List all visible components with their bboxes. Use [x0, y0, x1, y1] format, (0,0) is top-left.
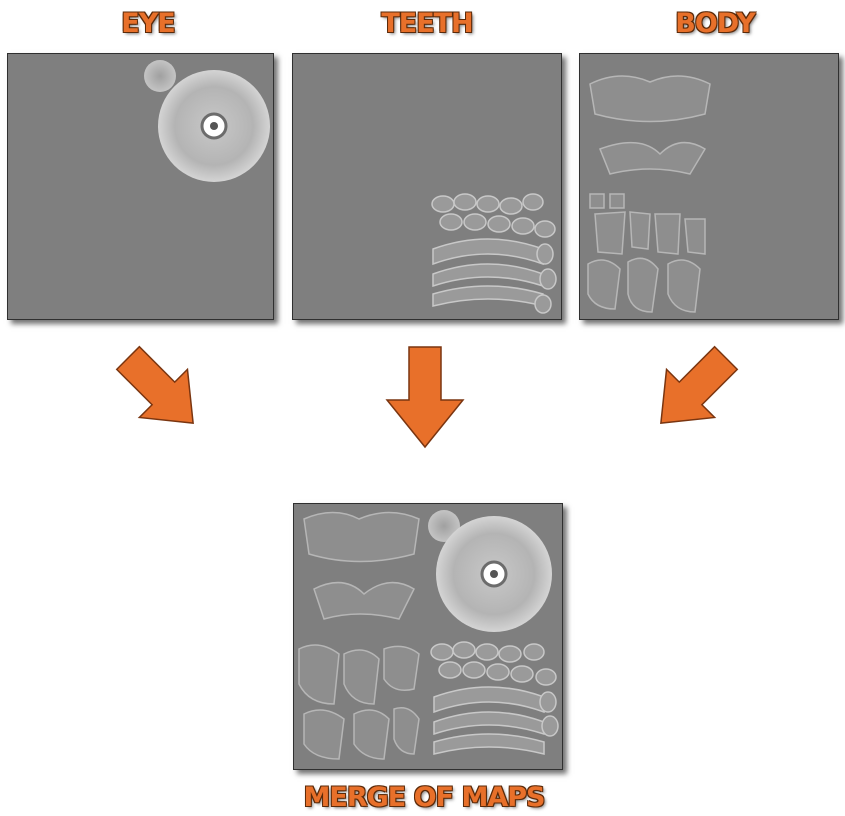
merged-map [293, 503, 563, 770]
eye-map [7, 53, 274, 320]
body-title: BODY [665, 8, 765, 39]
teeth-map [292, 53, 562, 320]
arrow-down-left-icon [645, 340, 740, 445]
eye-small-disc [144, 60, 176, 92]
merged-body-uv [299, 513, 419, 760]
merge-title: MERGE OF MAPS [288, 782, 560, 813]
merged-teeth-uv [431, 642, 558, 754]
body-map [579, 53, 839, 320]
eye-title: EYE [108, 8, 188, 39]
arrow-down-icon [385, 345, 465, 450]
arrow-down-right-icon [115, 340, 210, 445]
teeth-title: TEETH [372, 8, 482, 39]
body-uv-cluster [588, 76, 710, 312]
teeth-uv-cluster [432, 194, 556, 313]
